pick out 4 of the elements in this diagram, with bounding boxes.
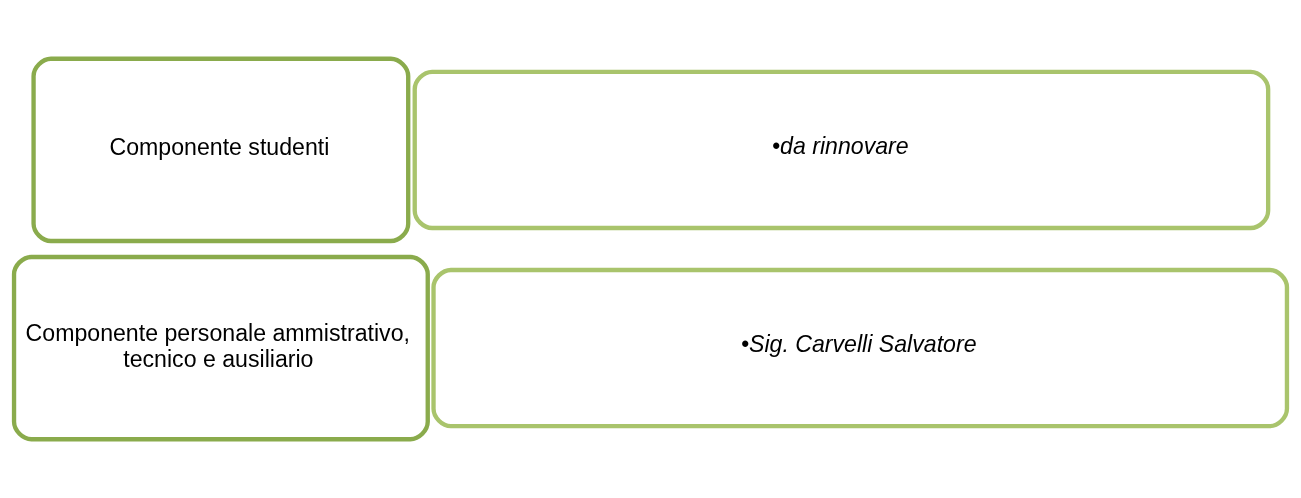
node-box: •da rinnovare xyxy=(412,69,1271,231)
node-box: Componente studenti xyxy=(31,56,411,244)
node-box: Componente personale ammistrativo, tecnico e ausiliario xyxy=(11,254,430,442)
node-box: •Sig. Carvelli Salvatore xyxy=(431,267,1290,429)
